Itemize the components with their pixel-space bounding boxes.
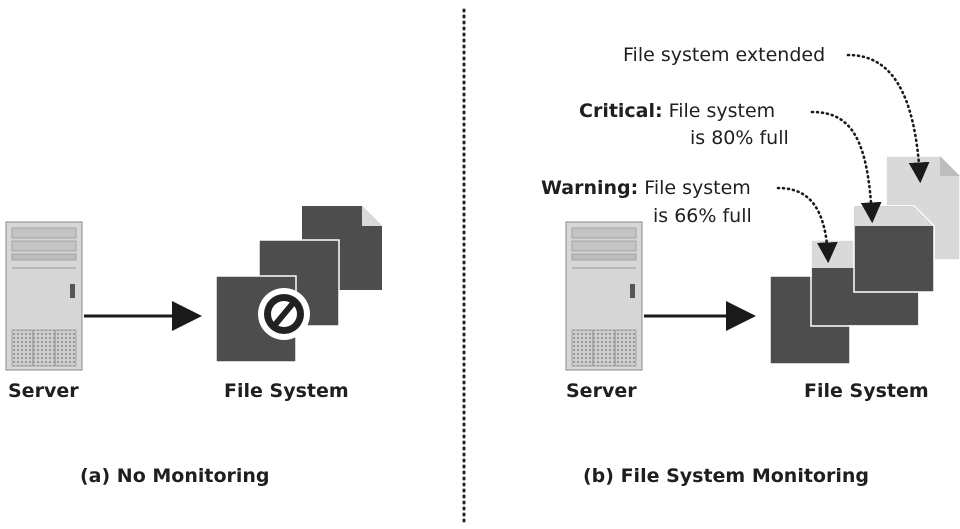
file-icon xyxy=(853,205,935,293)
callout-arrow-warning xyxy=(776,186,838,264)
callout-arrow-extended xyxy=(846,53,930,184)
alert-critical-text1: File system xyxy=(668,100,776,122)
server-label: Server xyxy=(8,380,79,402)
alert-warning-line2: is 66% full xyxy=(653,205,752,227)
alert-critical-line1: Critical: File system xyxy=(579,100,775,122)
alert-warning-prefix: Warning: xyxy=(541,177,639,199)
alert-warning-text1: File system xyxy=(644,177,751,199)
server-icon xyxy=(5,221,83,371)
caption-b: (b) File System Monitoring xyxy=(583,465,869,487)
alert-warning-line1: Warning: File system xyxy=(541,177,751,199)
callout-arrow-critical xyxy=(810,110,882,224)
server-icon xyxy=(565,221,643,371)
file-system-label: File System xyxy=(804,380,929,402)
caption-a: (a) No Monitoring xyxy=(80,465,270,487)
alert-critical-prefix: Critical: xyxy=(579,100,663,122)
server-label: Server xyxy=(566,380,637,402)
alert-extended: File system extended xyxy=(623,44,826,66)
alert-critical-line2: is 80% full xyxy=(690,127,789,149)
file-system-label: File System xyxy=(224,380,349,402)
no-access-icon xyxy=(258,288,310,340)
